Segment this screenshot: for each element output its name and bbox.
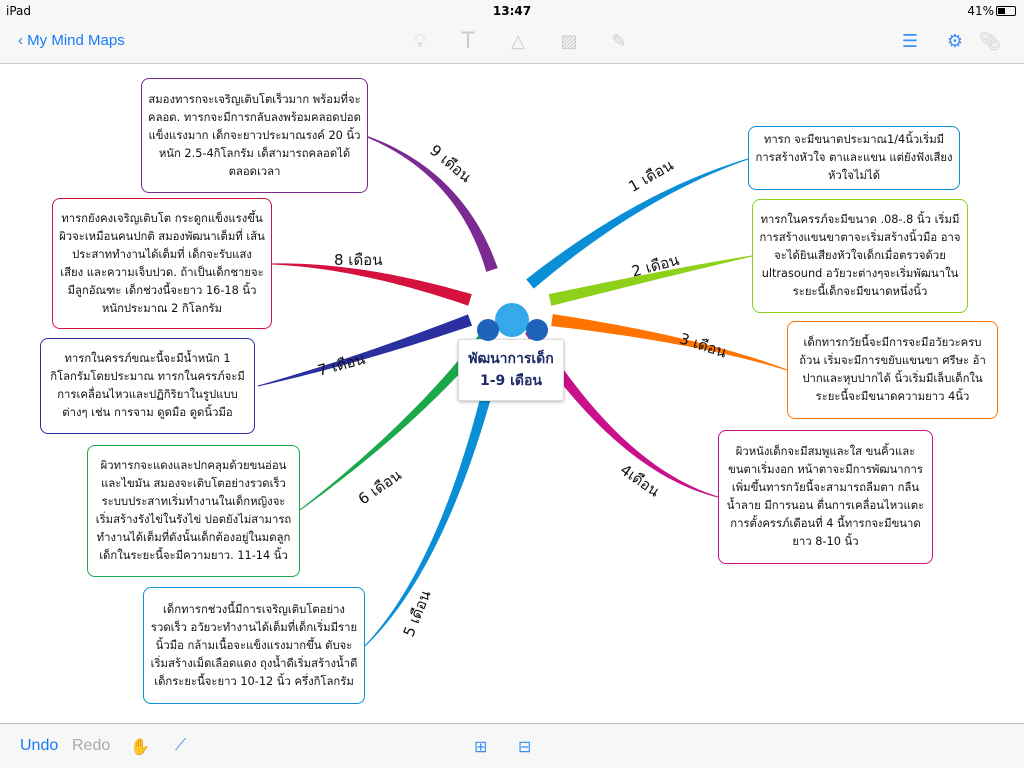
branch-line-1 <box>526 158 749 289</box>
bottom-toolbar: Undo Redo ✋ ⟋ ⊞ ⊟ <box>0 723 1024 768</box>
topic-note[interactable]: เด็กทารกช่วงนี้มีการเจริญเติบโตอย่างรวดเ… <box>143 587 365 704</box>
branch-line-8 <box>271 263 472 306</box>
central-topic[interactable]: พัฒนาการเด็ก 1-9 เดือน <box>458 303 564 401</box>
back-button[interactable]: ‹ My Mind Maps <box>18 32 125 49</box>
mind-map-canvas[interactable]: 1 เดือนทารก จะมีขนาดประมาณ1/4นิ้วเริ่มมี… <box>0 64 1024 723</box>
branch-line-7 <box>257 314 473 387</box>
topic-note[interactable]: ทารก จะมีขนาดประมาณ1/4นิ้วเริ่มมีการสร้า… <box>748 126 960 190</box>
toolbar: ‹ My Mind Maps 💡︎ T △ ▨ ✎ ☰ ⚙ 📎︎ <box>0 22 1024 64</box>
brush-icon[interactable]: ⟋ <box>175 737 187 754</box>
people-icon <box>477 303 548 341</box>
redo-button[interactable]: Redo <box>72 737 111 754</box>
topic-note[interactable]: ทารกในครรภ์จะมีขนาด .08-.8 นิ้ว เริ่มมีก… <box>752 199 968 313</box>
topic-note[interactable]: ทารกยังคงเจริญเติบโต กระดูกแข็งแรงขึ้น ผ… <box>52 198 272 329</box>
add-child-topic-icon[interactable]: ⊞ <box>474 739 488 756</box>
branch-line-2 <box>548 255 753 306</box>
topic-note[interactable]: เด็กทารกวัยนี้จะมีการจะมีอวัยวะครบถ้วน เ… <box>787 321 998 419</box>
topic-note[interactable]: ผิวทารกจะแดงและปกคลุมด้วยขนอ่อนและไขมัน … <box>87 445 300 577</box>
device-name: iPad <box>6 4 32 18</box>
image-icon[interactable]: ▨ <box>560 31 578 52</box>
undo-button[interactable]: Undo <box>20 737 59 754</box>
magic-hand-icon[interactable]: ✋ <box>130 739 150 756</box>
shapes-icon[interactable]: △ <box>511 31 525 52</box>
central-topic-title: พัฒนาการเด็ก <box>468 351 554 367</box>
attachment-icon[interactable]: 📎︎ <box>978 31 1002 52</box>
pencil-icon[interactable]: ✎ <box>611 31 627 52</box>
map-settings-icon[interactable]: ⚙ <box>946 31 964 52</box>
clock: 13:47 <box>492 4 532 18</box>
status-bar: iPad 13:47 41% <box>0 0 1024 22</box>
branch-line-9 <box>359 133 498 272</box>
battery-icon <box>996 6 1016 16</box>
lightbulb-icon[interactable]: 💡︎ <box>413 31 427 52</box>
battery: 41% <box>967 4 1016 18</box>
add-sibling-topic-icon[interactable]: ⊟ <box>518 739 532 756</box>
topic-note[interactable]: ผิวหนังเด็กจะมีสมพูและใส ขนคิ้วและขนตาเร… <box>718 430 933 564</box>
text-icon[interactable]: T <box>461 29 475 54</box>
topic-note[interactable]: สมองทารกจะเจริญเติบโตเร็วมาก พร้อมที่จะค… <box>141 78 368 193</box>
branch-line-3 <box>551 314 788 371</box>
branch-label[interactable]: 8 เดือน <box>334 251 383 269</box>
topic-note[interactable]: ทารกในครรภ์ขณะนี้จะมีน้ำหนัก 1 กิโลกรัมโ… <box>40 338 255 434</box>
central-topic-subtitle: 1-9 เดือน <box>479 373 543 389</box>
outline-icon[interactable]: ☰ <box>901 31 919 52</box>
